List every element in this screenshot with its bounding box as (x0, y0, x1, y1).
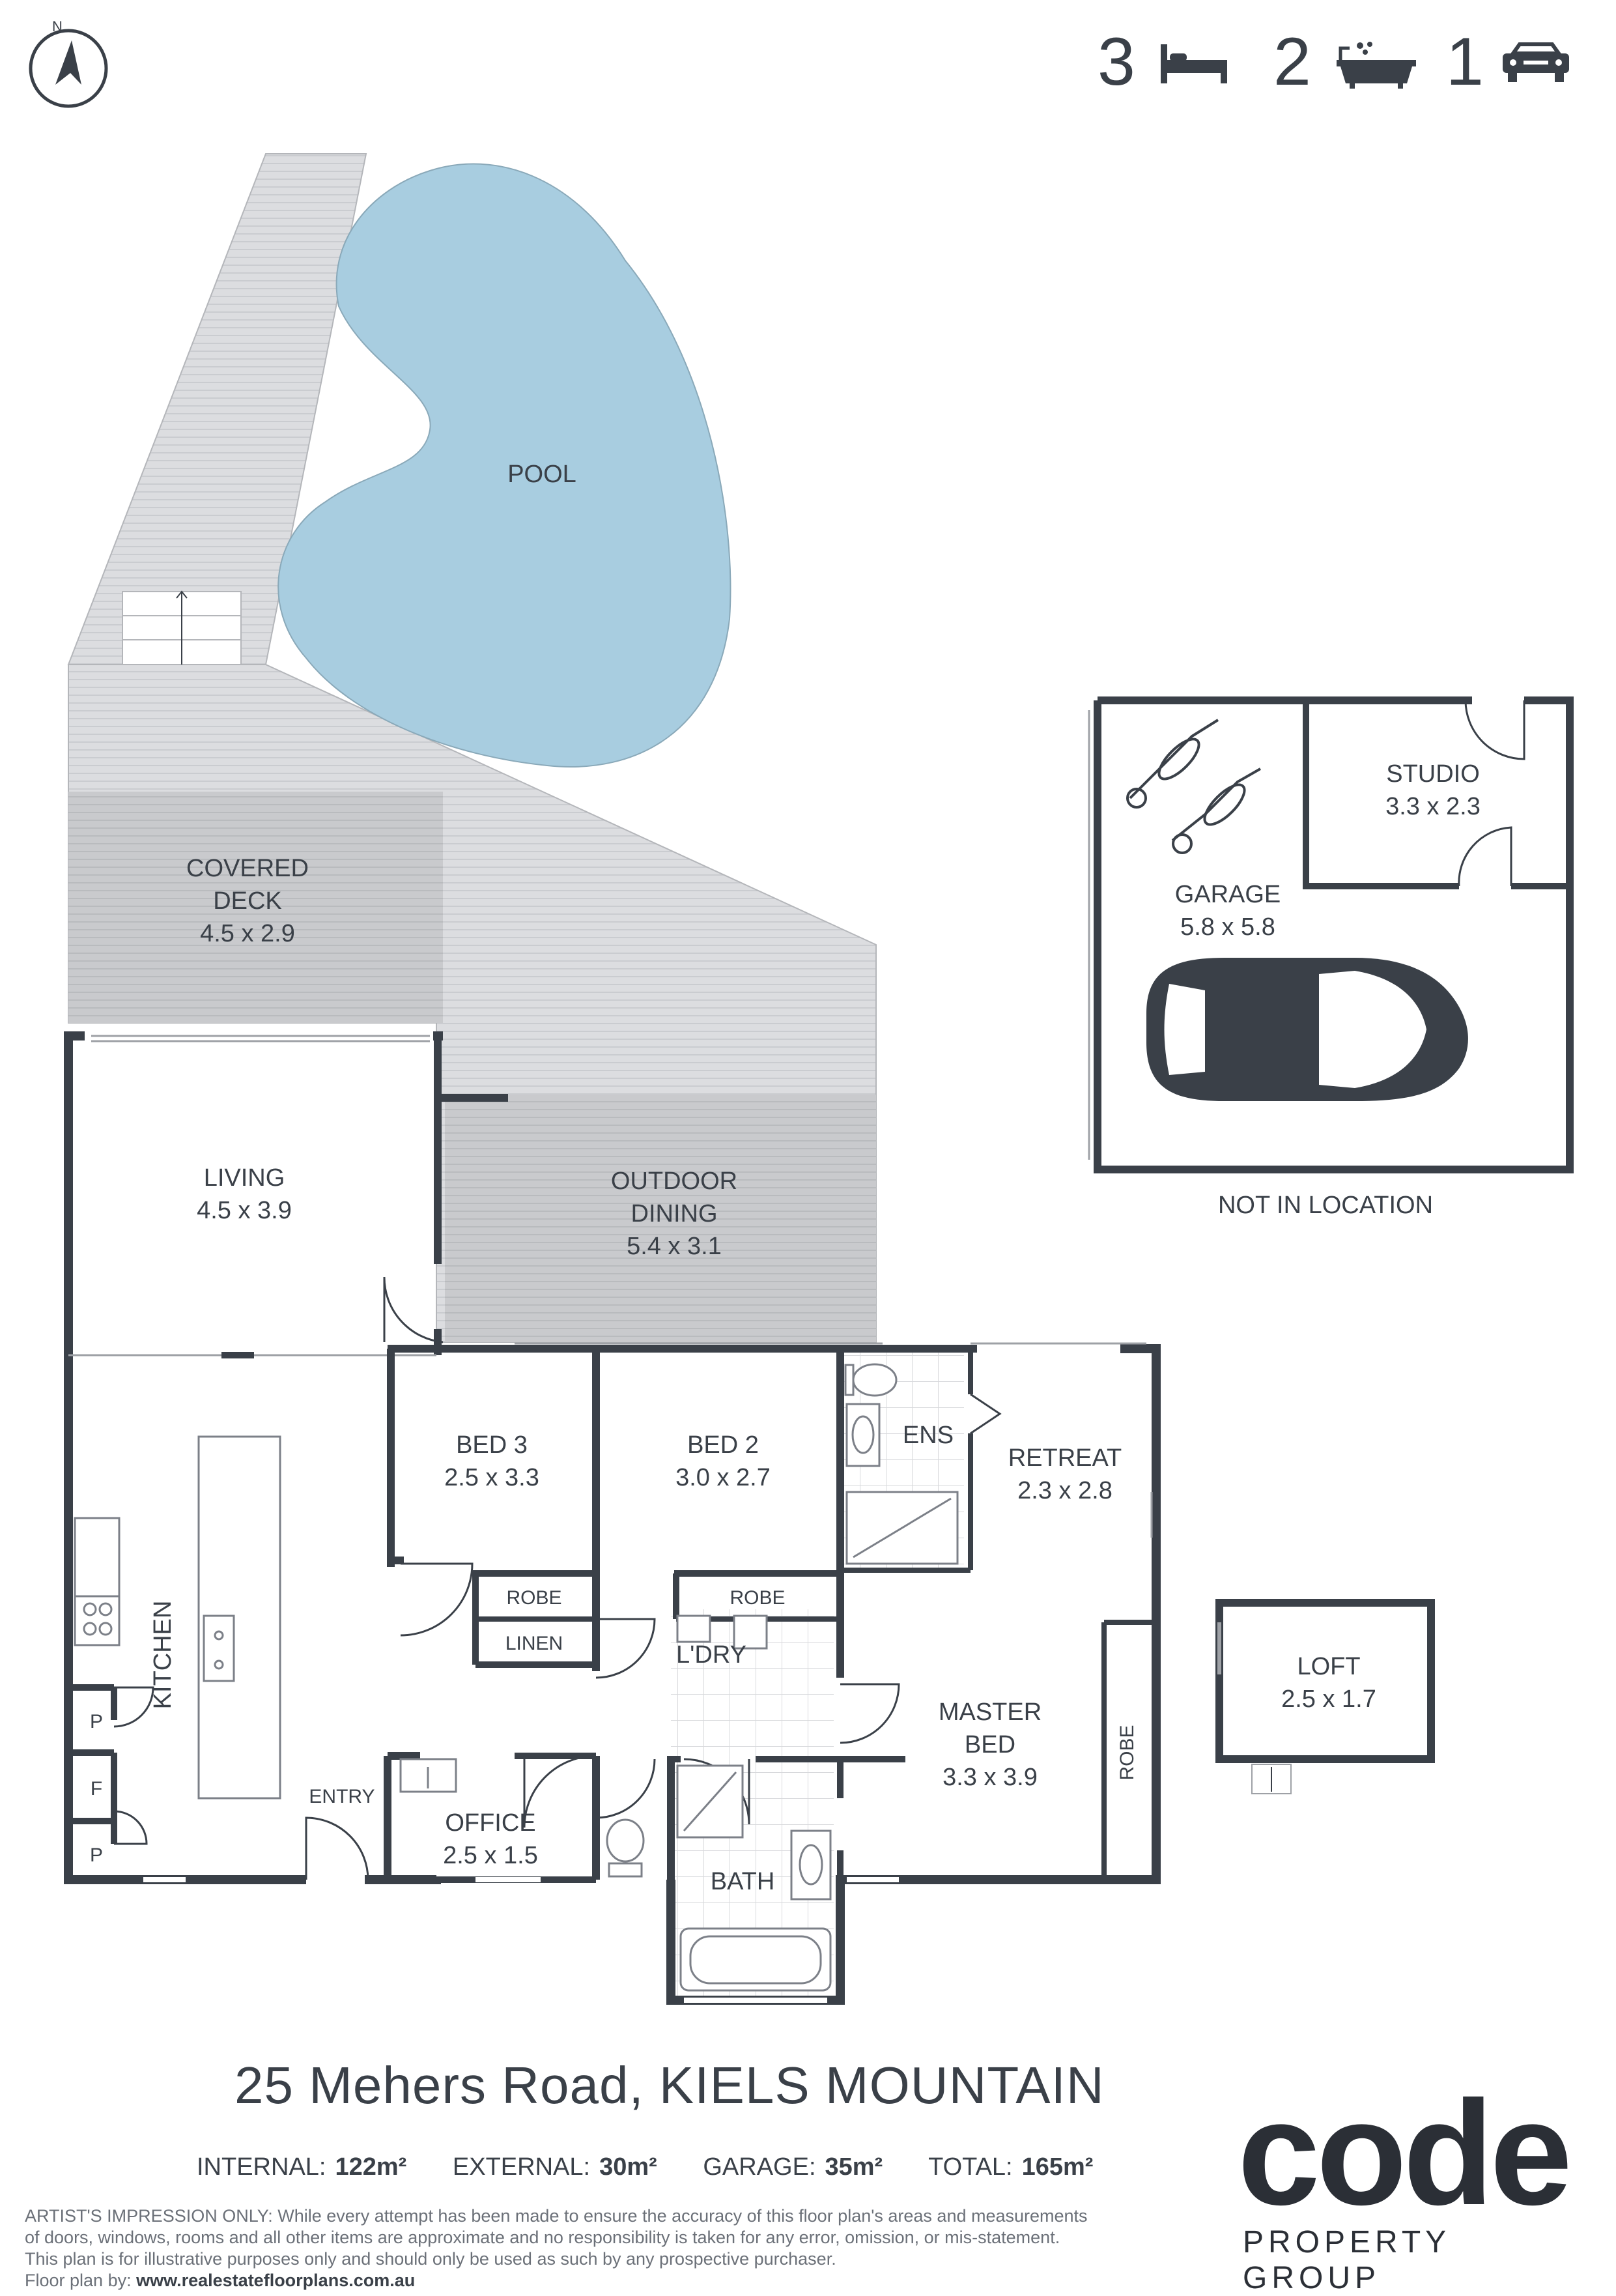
brand-logo: code PROPERTY GROUP (1238, 2078, 1589, 2296)
total-area-label: TOTAL: (928, 2153, 1013, 2181)
brand-wordmark: code (1238, 2071, 1572, 2236)
pool-label: POOL (507, 461, 576, 488)
kitchen-label: KITCHEN (149, 1601, 177, 1710)
master-bed-dims: 3.3 x 3.9 (943, 1764, 1038, 1791)
garage-area-value: 35m² (825, 2153, 883, 2181)
not-in-location-note: NOT IN LOCATION (1218, 1192, 1433, 1219)
garage-studio (1088, 696, 1574, 1173)
car-space-count: 1 (1446, 24, 1484, 100)
living-dims: 4.5 x 3.9 (197, 1197, 292, 1224)
master-bed-label: MASTER (939, 1699, 1042, 1726)
external-area-label: EXTERNAL: (452, 2153, 591, 2181)
disclaimer-line: of doors, windows, rooms and all other i… (25, 2228, 1060, 2247)
retreat-dims: 2.3 x 2.8 (1017, 1477, 1113, 1504)
fixtures (399, 1363, 959, 1992)
master-robe-label: ROBE (1116, 1725, 1138, 1780)
loft-dims: 2.5 x 1.7 (1281, 1686, 1376, 1713)
disclaimer-credit: Floor plan by: www.realestatefloorplans.… (25, 2270, 1217, 2291)
pantry1-label: P (90, 1711, 103, 1732)
cooktop-icon (74, 1517, 120, 1646)
loft-label: LOFT (1297, 1653, 1360, 1680)
bed3-label: BED 3 (456, 1431, 528, 1459)
bathtub-icon (1337, 42, 1416, 89)
internal-area-value: 122m² (335, 2153, 407, 2181)
entry-label: ENTRY (309, 1786, 375, 1807)
linen-label: LINEN (505, 1633, 563, 1654)
bed2-dims: 3.0 x 2.7 (675, 1464, 771, 1491)
studio-label: STUDIO (1386, 760, 1480, 788)
bathroom-count: 2 (1273, 24, 1311, 100)
pantry2-label: P (90, 1844, 103, 1866)
motorbike-icon (1126, 719, 1261, 854)
office-label: OFFICE (445, 1809, 535, 1837)
bedroom-count: 3 (1098, 24, 1135, 100)
sink-icon (203, 1614, 235, 1682)
ensuite-label: ENS (903, 1422, 954, 1449)
kitchen-island (197, 1435, 281, 1800)
disclaimer-line: ARTIST'S IMPRESSION ONLY: While every at… (25, 2206, 1088, 2226)
disclaimer-line: This plan is for illustrative purposes o… (25, 2249, 836, 2269)
outdoor-dining-label: OUTDOOR (611, 1168, 737, 1195)
living-label: LIVING (204, 1164, 285, 1192)
property-stats: 3 2 1 (1088, 26, 1596, 98)
outdoor-dining-label-2: DINING (631, 1200, 718, 1227)
covered-deck-dims: 4.5 x 2.9 (200, 920, 295, 947)
covered-deck-label-2: DECK (213, 887, 282, 915)
loft (1215, 1599, 1435, 1794)
disclaimer: ARTIST'S IMPRESSION ONLY: While every at… (25, 2205, 1217, 2291)
outdoor-dining-area (445, 1095, 876, 1342)
robe2-label: ROBE (730, 1587, 785, 1609)
area-summary: INTERNAL: 122m² EXTERNAL: 30m² GARAGE: 35m²… (197, 2153, 1132, 2181)
external-area-value: 30m² (599, 2153, 657, 2181)
garage-dims: 5.8 x 5.8 (1180, 913, 1275, 941)
fridge-label: F (91, 1778, 102, 1800)
deck-stairs (122, 590, 242, 665)
bed3-dims: 2.5 x 3.3 (444, 1464, 539, 1491)
covered-deck (68, 792, 443, 1023)
pool (277, 163, 731, 768)
bed2-label: BED 2 (687, 1431, 759, 1459)
north-arrow-icon: N (29, 18, 108, 108)
laundry-label: L'DRY (676, 1641, 746, 1669)
covered-deck-label: COVERED (186, 855, 309, 882)
windows (91, 1035, 1153, 2003)
north-letter: N (52, 18, 63, 35)
bath-label: BATH (711, 1868, 775, 1895)
studio-dims: 3.3 x 2.3 (1385, 793, 1481, 820)
credit-link[interactable]: www.realestatefloorplans.com.au (136, 2271, 416, 2290)
retreat-label: RETREAT (1008, 1444, 1122, 1472)
property-address: 25 Mehers Road, KIELS MOUNTAIN (234, 2056, 1105, 2114)
outdoor-dining-dims: 5.4 x 3.1 (627, 1233, 722, 1260)
car-icon (1503, 42, 1569, 82)
garage-area-label: GARAGE: (703, 2153, 816, 2181)
internal-area-label: INTERNAL: (197, 2153, 326, 2181)
robe1-label: ROBE (506, 1587, 561, 1609)
total-area-value: 165m² (1021, 2153, 1094, 2181)
master-bed-label-2: BED (965, 1731, 1015, 1758)
credit-label: Floor plan by: (25, 2271, 132, 2290)
car-top-icon (1146, 958, 1468, 1101)
garage-label: GARAGE (1175, 881, 1281, 908)
bed-icon (1161, 44, 1227, 83)
office-dims: 2.5 x 1.5 (443, 1842, 538, 1869)
